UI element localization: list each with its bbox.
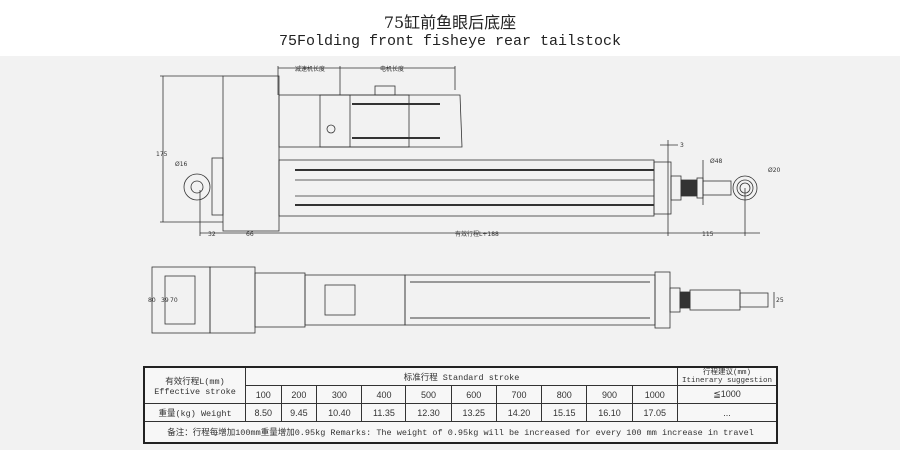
remarks: 备注：行程每增加100mm重量增加0.95kg Remarks: The wei… — [143, 421, 778, 444]
dim-70: 70 — [170, 297, 178, 304]
stroke-length-dim: 有效行程L+188 — [455, 230, 499, 238]
title-cn: 75缸前鱼眼后底座 — [383, 13, 517, 32]
weight-row: 重量(kg) Weight 8.50 9.45 10.40 11.35 12.3… — [143, 403, 778, 422]
effective-stroke-en: Effective stroke — [154, 386, 236, 397]
dim-25: 25 — [776, 297, 784, 304]
weight-suggestion: ... — [677, 403, 778, 422]
spec-table: 有效行程L(mm) Effective stroke 标准行程 Standard… — [143, 366, 778, 444]
stroke-cell: 800 — [541, 385, 588, 404]
top-view — [160, 66, 760, 236]
dim-115: 115 — [702, 231, 714, 238]
standard-stroke-header: 标准行程 Standard stroke — [245, 366, 678, 386]
stroke-cell: 500 — [405, 385, 452, 404]
stroke-cell: 200 — [280, 385, 318, 404]
weight-label: 重量(kg) Weight — [143, 403, 246, 422]
dia-48-dim: Ø48 — [710, 158, 723, 165]
rear-clevis — [183, 173, 211, 201]
stroke-cell: 100 — [245, 385, 282, 404]
stroke-cell: 600 — [450, 385, 497, 404]
weight-cell: 8.50 — [245, 403, 282, 422]
dim-66: 66 — [246, 231, 254, 238]
dia-20-dim: Ø20 — [768, 167, 781, 174]
itinerary-value: ≦1000 — [677, 385, 778, 404]
gearbox-body — [222, 75, 280, 232]
actuator-tube — [278, 159, 655, 217]
effective-stroke-cn: 有效行程L(mm) — [165, 376, 225, 387]
reducer-length-label: 减速机长度 — [295, 65, 325, 73]
dim-32: 32 — [208, 231, 216, 238]
weight-cell: 12.30 — [405, 403, 452, 422]
stroke-row: 100 200 300 400 500 600 700 800 900 1000… — [144, 385, 778, 404]
weight-cell: 10.40 — [316, 403, 363, 422]
weight-cell: 14.20 — [495, 403, 543, 422]
stroke-cell: 900 — [586, 385, 633, 404]
motor-reducer — [278, 94, 410, 148]
title-en: 75Folding front fisheye rear tailstock — [278, 33, 622, 50]
hole-dia-dim: Ø16 — [175, 161, 188, 168]
dim-80: 80 — [148, 297, 156, 304]
weight-cell: 11.35 — [361, 403, 407, 422]
dim-3: 3 — [680, 142, 684, 149]
motor-length-label: 电机长度 — [380, 65, 404, 73]
weight-cell: 9.45 — [280, 403, 318, 422]
end-cap — [653, 161, 672, 215]
itinerary-en: Itinerary suggestion — [681, 376, 772, 385]
side-view — [151, 266, 775, 334]
weight-cell: 17.05 — [631, 403, 679, 422]
dim-39: 39 — [161, 297, 169, 304]
weight-cell: 13.25 — [450, 403, 497, 422]
itinerary-cn: 行程建议(mm) — [702, 368, 751, 377]
stroke-cell: 1000 — [631, 385, 679, 404]
stroke-cell: 400 — [361, 385, 407, 404]
stroke-cell: 700 — [495, 385, 543, 404]
height-dim: 175 — [156, 151, 168, 158]
weight-cell: 15.15 — [541, 403, 588, 422]
effective-stroke-header: 有效行程L(mm) Effective stroke — [143, 366, 246, 404]
stroke-cell: 300 — [316, 385, 363, 404]
itinerary-header: 行程建议(mm) Itinerary suggestion — [677, 366, 778, 386]
weight-cell: 16.10 — [586, 403, 633, 422]
